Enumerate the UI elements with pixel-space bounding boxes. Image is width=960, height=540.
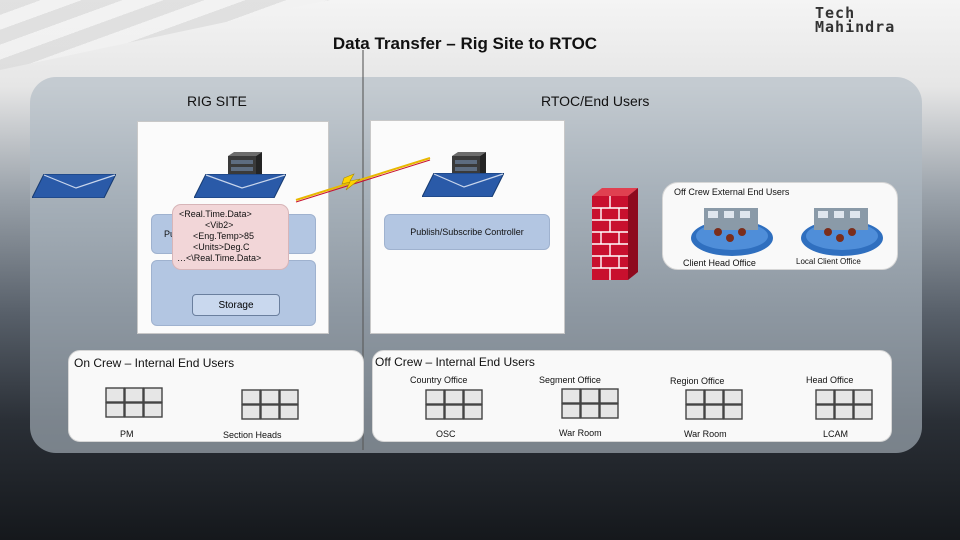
rig-publish-label: Pu (164, 229, 176, 239)
rig-rtoc-divider (362, 50, 364, 450)
on-crew-header: On Crew – Internal End Users (74, 356, 235, 370)
rtoc-publish-subscribe-controller: Publish/Subscribe Controller (384, 214, 550, 250)
callout-line-4: <Units>Deg.C (193, 242, 250, 252)
lcam-label: LCAM (823, 429, 849, 439)
envelope-icon-rig (194, 174, 286, 198)
callout-line-1: <Real.Time.Data> (179, 209, 252, 219)
slide-title: Data Transfer – Rig Site to RTOC (332, 34, 598, 53)
head-office-label: Head Office (806, 375, 854, 385)
rtoc-controller-label: Publish/Subscribe Controller (410, 227, 524, 237)
envelope-icon-left (32, 174, 116, 198)
rig-site-header: RIG SITE (187, 93, 247, 109)
local-client-office-label: Local Client Office (796, 257, 861, 266)
segment-office-video-wall-icon (561, 388, 619, 419)
storage-label: Storage (218, 299, 254, 311)
section-heads-label: Section Heads (223, 430, 282, 440)
logo-line-1: Tech (815, 4, 856, 22)
logo-line-2: Mahindra (815, 18, 896, 36)
storage-box: Storage (192, 294, 280, 316)
local-client-office-meeting-icon (801, 208, 883, 256)
country-office-label: Country Office (410, 375, 468, 385)
client-head-office-label: Client Head Office (683, 258, 756, 268)
lightning-icon (341, 173, 361, 191)
callout-line-3: <Eng.Temp>85 (193, 231, 255, 241)
client-head-office-meeting-icon (691, 208, 773, 256)
pm-video-wall-icon (105, 387, 163, 418)
off-crew-header: Off Crew – Internal End Users (375, 355, 535, 369)
callout-line-2: <Vib2> (205, 220, 234, 230)
segment-office-label: Segment Office (539, 375, 601, 385)
rtoc-header: RTOC/End Users (541, 93, 650, 109)
section-heads-video-wall-icon (241, 389, 299, 420)
company-logo: Tech Mahindra (815, 6, 947, 36)
envelope-icon-rtoc (422, 173, 504, 197)
pm-label: PM (120, 429, 134, 439)
country-office-video-wall-icon (425, 389, 483, 420)
callout-line-5: …<\Real.Time.Data> (177, 253, 262, 263)
firewall-icon (592, 188, 638, 280)
real-time-data-callout: <Real.Time.Data> <Vib2> <Eng.Temp>85 <Un… (172, 204, 289, 270)
region-office-label: Region Office (670, 376, 725, 386)
osc-label: OSC (436, 429, 456, 439)
region-office-video-wall-icon (685, 389, 743, 420)
war-room-label-2: War Room (684, 429, 727, 439)
external-users-label: Off Crew External End Users (674, 187, 790, 197)
head-office-video-wall-icon (815, 389, 873, 420)
transmission-link (295, 157, 431, 203)
war-room-label-1: War Room (559, 428, 602, 438)
